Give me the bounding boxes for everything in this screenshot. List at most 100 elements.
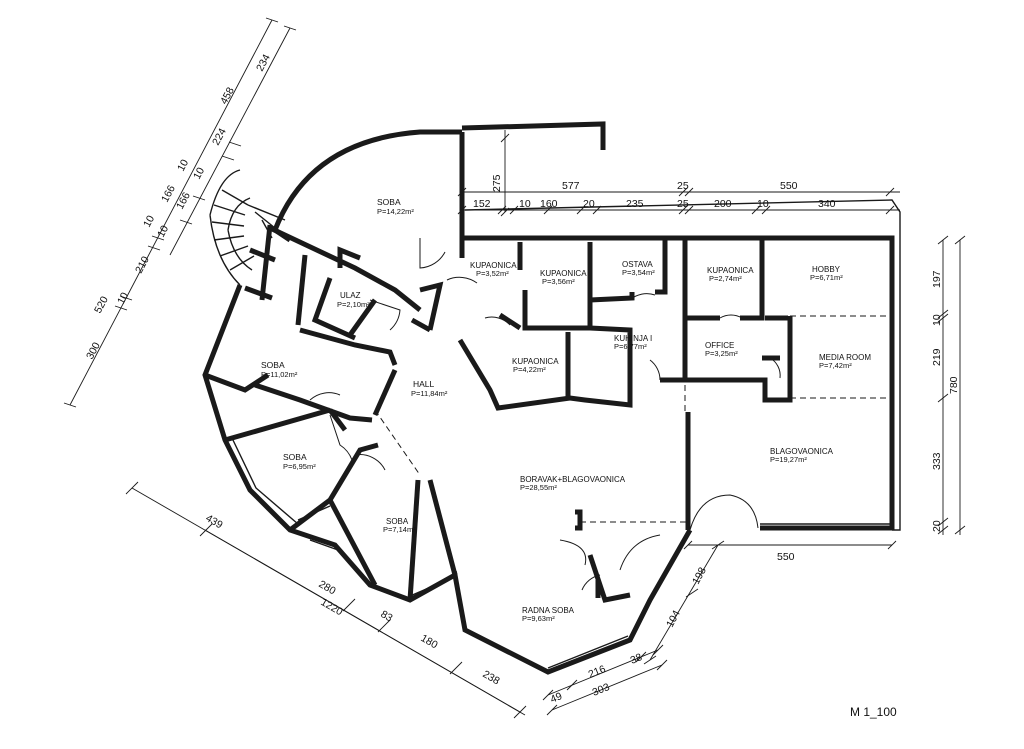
room-soba-4-name: SOBA bbox=[386, 517, 409, 526]
room-kupaonica-4-area: P=2,74m² bbox=[709, 274, 742, 283]
room-radna-soba-name: RADNA SOBA bbox=[522, 606, 575, 615]
dim-458: 458 bbox=[218, 85, 237, 106]
room-ostava-name: OSTAVA bbox=[622, 260, 653, 269]
room-soba-1-name: SOBA bbox=[377, 197, 401, 207]
room-kuhinja-name: KUHINJA I bbox=[614, 334, 652, 343]
dim-333: 333 bbox=[931, 452, 943, 470]
dim-198: 198 bbox=[690, 565, 709, 586]
dim-550-bottom: 550 bbox=[777, 551, 795, 563]
dim-10-d3: 10 bbox=[141, 213, 157, 229]
room-office-area: P=3,25m² bbox=[705, 349, 738, 358]
room-soba-3-area: P=6,95m² bbox=[283, 462, 316, 471]
scale-label: M 1_100 bbox=[850, 705, 897, 719]
room-kupaonica-2-name: KUPAONICA bbox=[540, 269, 587, 278]
upper-left-dimensions: 458 234 224 10 10 166 166 10 10 210 10 5… bbox=[63, 17, 297, 408]
dim-10-d2: 10 bbox=[191, 165, 207, 181]
dim-780: 780 bbox=[948, 376, 960, 394]
dim-104: 104 bbox=[664, 608, 683, 629]
dim-235: 235 bbox=[626, 198, 644, 210]
top-dimensions: 577 25 550 152 10 160 20 235 25 200 10 3… bbox=[457, 130, 900, 217]
room-soba-3-name: SOBA bbox=[283, 452, 307, 462]
room-ulaz-area: P=2,10m² bbox=[337, 300, 370, 309]
west-wall-inner-line bbox=[231, 437, 339, 551]
dim-166-b: 166 bbox=[174, 190, 193, 211]
terrace-outline bbox=[464, 199, 901, 531]
room-kuhinja-area: P=6,77m² bbox=[614, 342, 647, 351]
dim-166-a: 166 bbox=[159, 183, 178, 204]
dashed-openings bbox=[374, 315, 892, 523]
bottom-right-dimension: 550 bbox=[683, 540, 897, 563]
dim-234: 234 bbox=[254, 52, 273, 73]
doors bbox=[309, 238, 781, 591]
room-office-name: OFFICE bbox=[705, 341, 734, 350]
north-terrace-line bbox=[461, 121, 606, 150]
room-ulaz-name: ULAZ bbox=[340, 291, 361, 300]
room-soba-1-area: P=14,22m² bbox=[377, 207, 414, 216]
dim-10-right: 10 bbox=[931, 314, 943, 326]
right-dimensions: 197 10 219 333 20 780 bbox=[931, 235, 966, 535]
dim-303: 303 bbox=[591, 681, 612, 699]
room-soba-4-area: P=7,14m² bbox=[383, 525, 416, 534]
dim-439: 439 bbox=[204, 512, 225, 531]
dim-160: 160 bbox=[540, 198, 558, 210]
room-boravak-name: BORAVAK+BLAGOVAONICA bbox=[520, 475, 626, 484]
dim-38: 38 bbox=[629, 651, 644, 667]
room-hobby-name: HOBBY bbox=[812, 265, 841, 274]
room-kupaonica-3-name: KUPAONICA bbox=[512, 357, 559, 366]
exterior-walls bbox=[202, 121, 901, 675]
dim-210: 210 bbox=[133, 254, 152, 275]
dim-10-d1: 10 bbox=[175, 157, 191, 173]
bottom-dimensions: 49 216 38 303 bbox=[542, 644, 668, 716]
room-soba-2-name: SOBA bbox=[261, 360, 285, 370]
dim-520: 520 bbox=[92, 294, 111, 315]
dim-238: 238 bbox=[481, 668, 502, 687]
dim-20: 20 bbox=[583, 198, 595, 210]
lower-right-dimensions: 198 104 bbox=[643, 540, 725, 665]
room-hobby-area: P=6,71m² bbox=[810, 273, 843, 282]
west-wall bbox=[202, 284, 693, 675]
dim-197: 197 bbox=[931, 270, 943, 288]
dim-25-top: 25 bbox=[677, 180, 689, 192]
room-labels: SOBA P=14,22m² ULAZ P=2,10m² SOBA P=11,0… bbox=[261, 197, 871, 623]
room-blagovaonica-area: P=19,27m² bbox=[770, 455, 807, 464]
room-blagovaonica-name: BLAGOVAONICA bbox=[770, 447, 834, 456]
room-kupaonica-2-area: P=3,56m² bbox=[542, 277, 575, 286]
dim-49: 49 bbox=[549, 690, 564, 706]
dim-340: 340 bbox=[818, 198, 836, 210]
room-hall-area: P=11,84m² bbox=[411, 389, 448, 398]
room-radna-soba-area: P=9,63m² bbox=[522, 614, 555, 623]
room-media-name: MEDIA ROOM bbox=[819, 353, 871, 362]
room-ostava-area: P=3,54m² bbox=[622, 268, 655, 277]
north-east-wall bbox=[459, 132, 895, 531]
curved-north-wall bbox=[272, 129, 462, 231]
dim-300: 300 bbox=[84, 340, 103, 361]
room-kupaonica-1-area: P=3,52m² bbox=[476, 269, 509, 278]
dim-10-d4: 10 bbox=[155, 223, 171, 239]
lower-left-dimensions: 439 280 1220 83 180 238 bbox=[125, 481, 527, 719]
room-media-area: P=7,42m² bbox=[819, 361, 852, 370]
dim-200: 200 bbox=[714, 198, 732, 210]
interior-walls-right bbox=[457, 238, 793, 603]
dim-20-right: 20 bbox=[931, 520, 943, 532]
dim-83: 83 bbox=[379, 608, 395, 624]
room-kupaonica-1-name: KUPAONICA bbox=[470, 261, 517, 270]
dim-280: 280 bbox=[317, 578, 338, 597]
dim-216: 216 bbox=[587, 663, 608, 681]
room-hall-name: HALL bbox=[413, 379, 435, 389]
room-kupaonica-3-area: P=4,22m² bbox=[513, 365, 546, 374]
dim-275: 275 bbox=[491, 174, 503, 192]
dim-550-top: 550 bbox=[780, 180, 798, 192]
dim-10-d5: 10 bbox=[115, 290, 131, 306]
dim-577: 577 bbox=[562, 180, 580, 192]
dim-152: 152 bbox=[473, 198, 491, 210]
room-boravak-area: P=28,55m² bbox=[520, 483, 557, 492]
dim-10-b: 10 bbox=[757, 198, 769, 210]
dim-219: 219 bbox=[931, 348, 943, 366]
dim-25-b: 25 bbox=[677, 198, 689, 210]
interior-walls-left bbox=[204, 224, 458, 601]
dim-1220: 1220 bbox=[319, 596, 345, 618]
room-soba-2-area: P=11,02m² bbox=[261, 370, 298, 379]
dim-10-a: 10 bbox=[519, 198, 531, 210]
dim-224: 224 bbox=[210, 126, 229, 147]
